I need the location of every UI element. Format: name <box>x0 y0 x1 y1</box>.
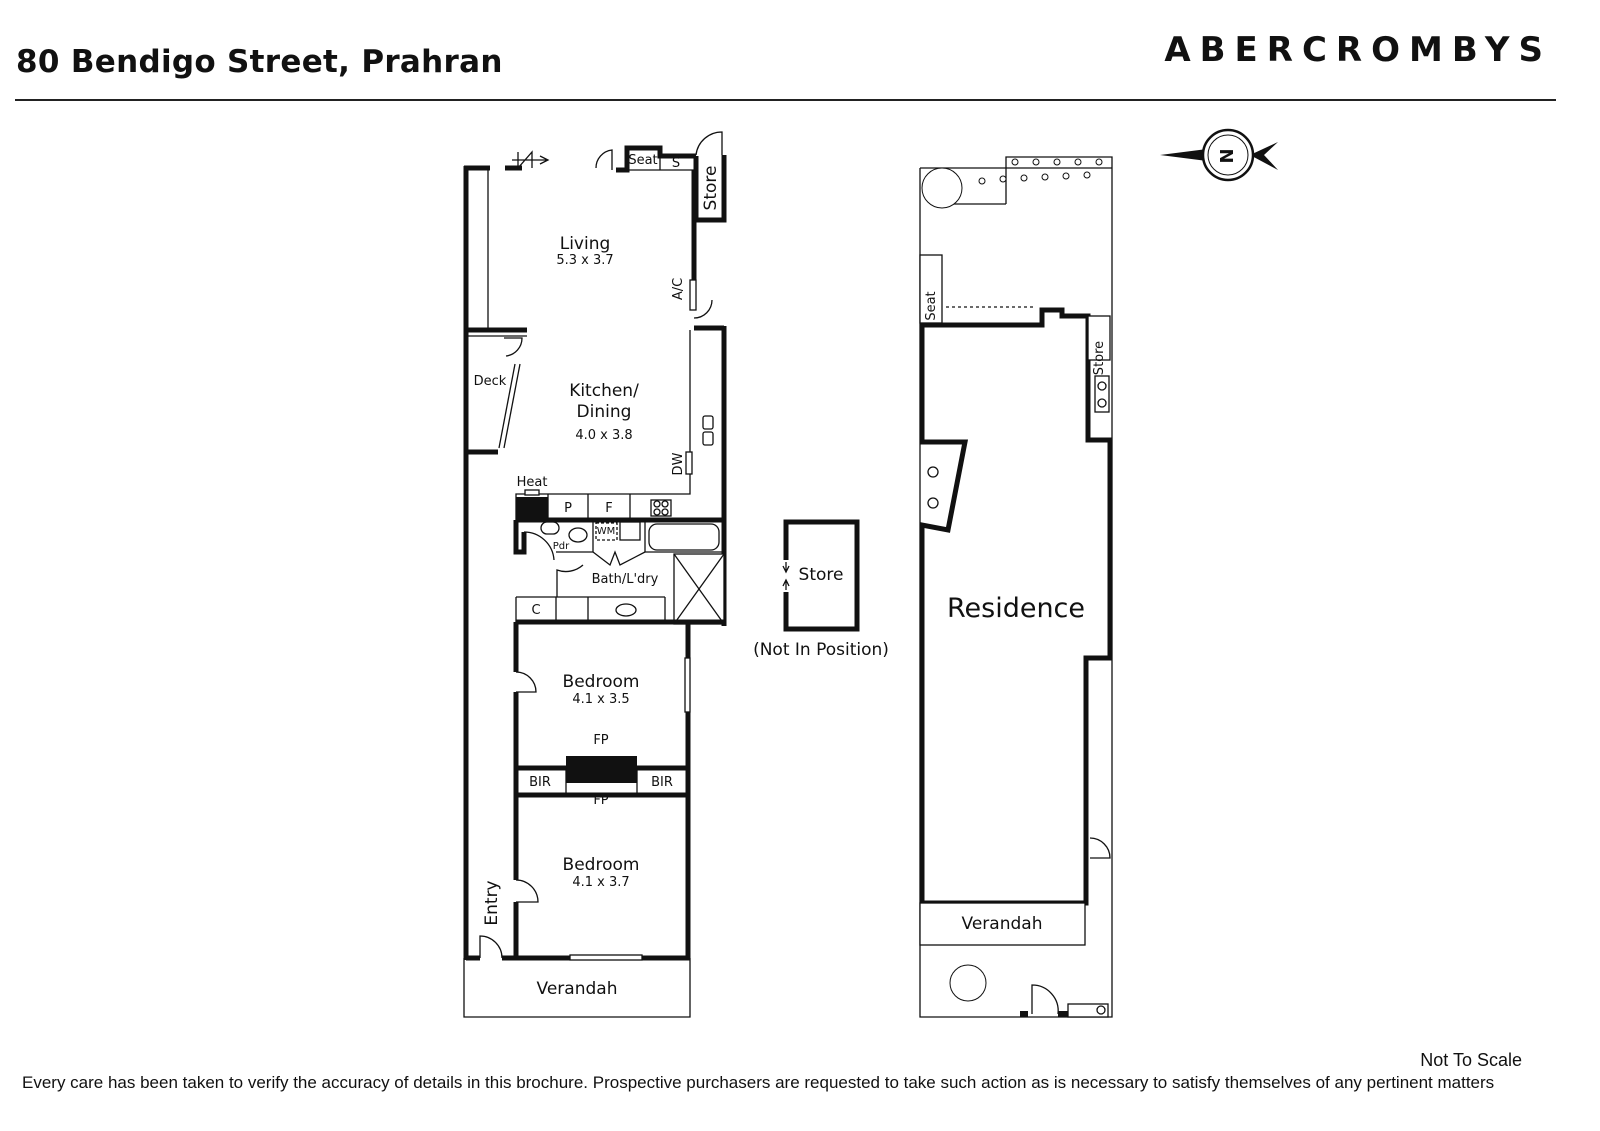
label-s: S <box>672 156 680 171</box>
floor-plan-walls <box>463 131 727 1018</box>
label-cupboard: C <box>531 603 540 618</box>
label-heat: Heat <box>517 475 548 490</box>
label-fridge: F <box>605 501 612 516</box>
room-bedroom2-name: Bedroom <box>563 855 640 875</box>
room-bedroom2-dims: 4.1 x 3.7 <box>572 875 629 890</box>
room-kitchen-name: Kitchen/ <box>569 381 639 401</box>
label-bir-right: BIR <box>651 775 673 790</box>
detached-store: Store (Not In Position) <box>753 519 889 660</box>
room-bedroom1-name: Bedroom <box>563 672 640 692</box>
brand-logo: ABERCROMBYS <box>1164 30 1552 70</box>
label-fp-bottom: FP <box>593 793 608 808</box>
not-to-scale-note: Not To Scale <box>1420 1050 1522 1070</box>
room-living-dims: 5.3 x 3.7 <box>556 253 613 268</box>
room-deck-name: Deck <box>474 374 507 389</box>
page-title: 80 Bendigo Street, Prahran <box>16 44 503 80</box>
site-seat-label: Seat <box>924 291 939 320</box>
label-bir-left: BIR <box>529 775 551 790</box>
site-verandah-label: Verandah <box>962 914 1043 934</box>
compass-icon: N <box>1160 128 1278 182</box>
room-bath-name: Bath/L'dry <box>592 572 659 587</box>
label-fp-top: FP <box>593 733 608 748</box>
label-pdr: Pdr <box>553 541 570 552</box>
room-kitchen-dims: 4.0 x 3.8 <box>575 428 632 443</box>
label-store: Store <box>701 166 721 211</box>
detached-store-note: (Not In Position) <box>753 640 889 660</box>
detached-store-name: Store <box>799 565 844 585</box>
room-verandah-name: Verandah <box>537 979 618 999</box>
site-plan: Seat Store Residence Verandah <box>919 156 1113 1018</box>
room-entry-name: Entry <box>482 880 502 925</box>
label-seat: Seat <box>628 153 657 168</box>
disclaimer-text: Every care has been taken to verify the … <box>22 1073 1495 1092</box>
site-residence-label: Residence <box>947 593 1085 624</box>
room-labels: Living 5.3 x 3.7 Seat S Store A/C Deck K… <box>474 153 721 999</box>
label-dw: DW <box>671 452 686 475</box>
room-dining-name: Dining <box>577 402 632 422</box>
label-wm: WM <box>597 526 616 537</box>
header-divider <box>15 99 1556 101</box>
label-pantry: P <box>564 501 572 516</box>
room-bedroom1-dims: 4.1 x 3.5 <box>572 692 629 707</box>
room-living-name: Living <box>560 234 611 254</box>
compass-north-letter: N <box>1217 148 1238 163</box>
site-store-label: Store <box>1092 341 1107 375</box>
label-ac: A/C <box>671 278 686 300</box>
